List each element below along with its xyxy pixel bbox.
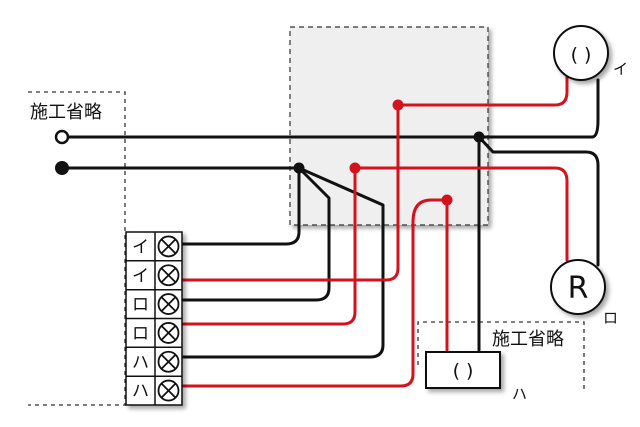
screw-terminal-icon [157,350,180,373]
lamp-i-tag: イ [613,60,628,78]
lamp-ro-tag: ロ [603,309,618,327]
wire-red-switch-i [178,103,400,282]
black-wires [60,78,600,359]
red-wires [178,73,569,388]
omitted-area-left [28,91,126,406]
wire-to-switch-i [178,166,301,246]
lamp-ha-tag: ハ [512,385,527,403]
screw-terminal-icon [157,322,180,344]
omitted-label-bottom: 施工省略 [492,329,564,350]
junction-box [289,26,489,226]
lamp-ro-symbol: R [568,271,589,306]
screw-terminal-icon [157,235,180,258]
omitted-label-left: 施工省略 [30,102,102,123]
screw-terminal-icon [157,264,180,287]
connection-dot-red-middle [349,162,361,174]
terminal-label: ハ [132,353,149,373]
connection-dot-black-left [293,162,305,174]
terminal-label: ロ [132,295,149,315]
wire-to-lamp-ro [477,135,600,267]
terminal-label: イ [132,266,149,286]
connection-dot-red-lower [441,194,453,206]
lamp-ha-symbol: ( ) [453,360,474,382]
wire-red-switch-ro [178,166,357,326]
junctions [293,99,485,206]
lamp-i-symbol: ( ) [571,44,592,66]
connection-dot-red-upper [392,99,404,111]
source-terminal-filled [55,161,69,175]
screw-terminal-icon [157,379,180,402]
wire-red-switch-ha [178,198,449,388]
terminal-label: ロ [132,324,149,344]
lamp-ro: R ロ [550,259,618,327]
source-terminal-open [54,129,70,145]
lamp-ha: ( ) ハ [425,351,527,403]
omitted-area-bottom [417,321,585,390]
connection-dot-black-right [473,131,485,143]
terminal-label: ハ [132,382,149,402]
screw-terminal-icon [157,293,180,315]
wire-red-lamp-ro [353,166,569,262]
wire-source-upper [60,78,600,139]
wire-red-lamp-i [396,73,569,107]
terminal-label: イ [132,237,149,257]
lamp-i: ( ) イ [553,25,628,81]
wire-to-switch-ro [178,166,331,302]
wire-to-switch-ha [178,166,385,359]
